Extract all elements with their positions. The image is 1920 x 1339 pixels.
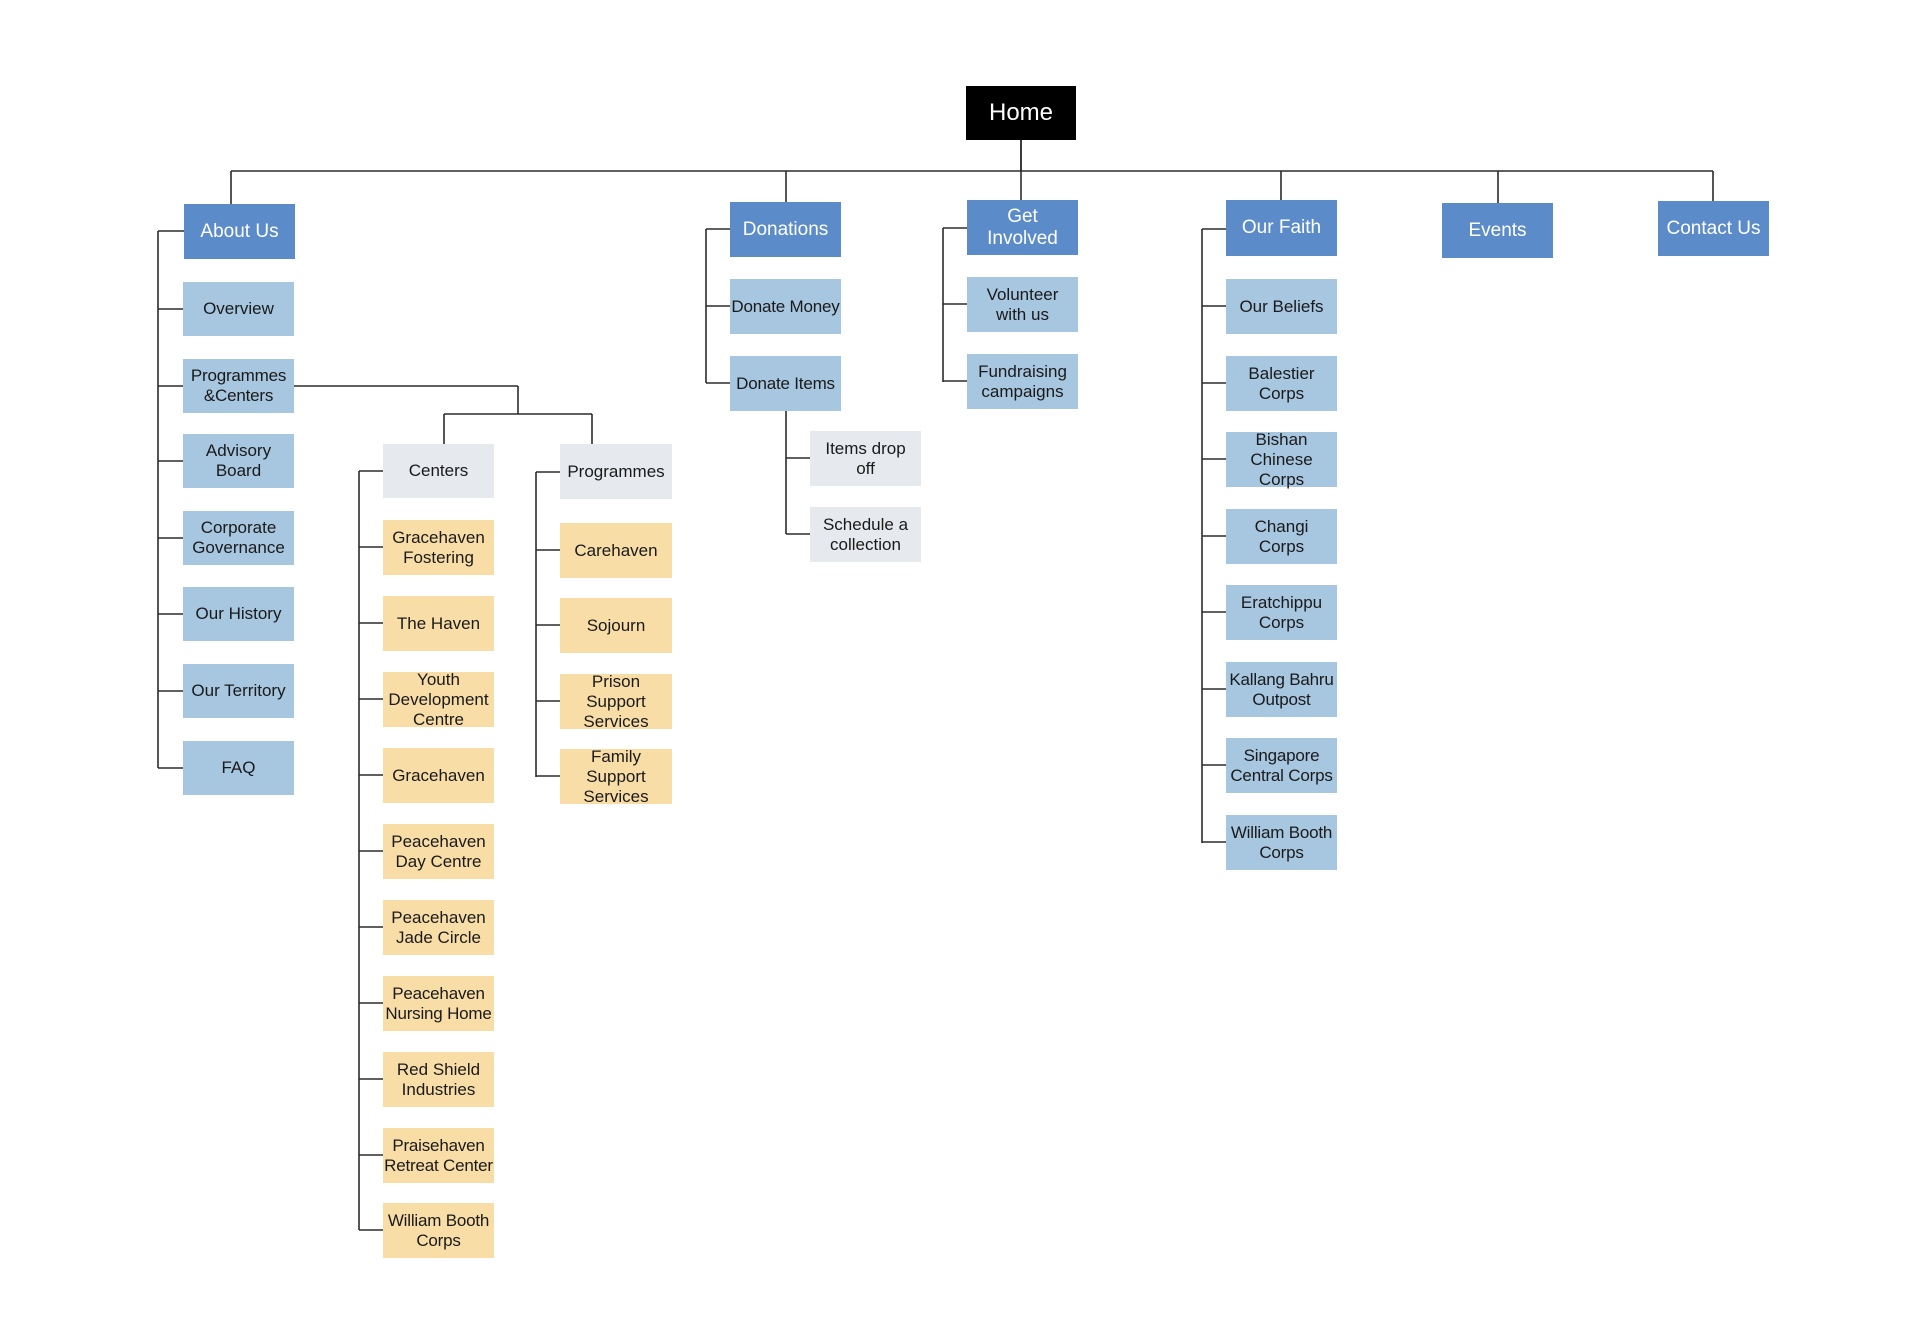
node-contact-us: Contact Us xyxy=(1658,201,1769,256)
node-bishan-chinese-corps: Bishan Chinese Corps xyxy=(1226,430,1337,489)
node-programmes: Programmes xyxy=(560,444,672,499)
node-balestier-corps: Balestier Corps xyxy=(1226,356,1337,411)
node-fundraising-campaigns: Fundraising campaigns xyxy=(967,354,1078,409)
node-programmes-and-centers: Programmes &Centers xyxy=(183,359,294,413)
node-peacehaven-nursing-home: Peacehaven Nursing Home xyxy=(383,976,494,1031)
node-corporate-governance: Corporate Governance xyxy=(183,511,294,565)
node-get-involved: Get Involved xyxy=(967,200,1078,255)
node-sojourn: Sojourn xyxy=(560,598,672,653)
node-donate-money: Donate Money xyxy=(730,279,841,334)
node-our-beliefs: Our Beliefs xyxy=(1226,279,1337,334)
node-our-faith: Our Faith xyxy=(1226,200,1337,256)
node-red-shield-industries: Red Shield Industries xyxy=(383,1052,494,1107)
node-gracehaven-fostering: Gracehaven Fostering xyxy=(383,520,494,575)
node-our-history: Our History xyxy=(183,587,294,641)
node-events: Events xyxy=(1442,203,1553,258)
node-donations: Donations xyxy=(730,202,841,257)
node-peacehaven-day-centre: Peacehaven Day Centre xyxy=(383,824,494,879)
node-youth-development-centre: Youth Development Centre xyxy=(383,670,494,729)
node-schedule-a-collection: Schedule a collection xyxy=(810,507,921,562)
node-volunteer-with-us: Volunteer with us xyxy=(967,277,1078,332)
node-family-support-services: Family Support Services xyxy=(560,747,672,806)
node-praisehaven-retreat-center: Praisehaven Retreat Center xyxy=(383,1128,494,1183)
node-kallang-bahru-outpost: Kallang Bahru Outpost xyxy=(1226,662,1337,717)
node-gracehaven: Gracehaven xyxy=(383,748,494,803)
node-prison-support-services: Prison Support Services xyxy=(560,672,672,731)
node-carehaven: Carehaven xyxy=(560,523,672,578)
node-william-booth-corps: William Booth Corps xyxy=(383,1203,494,1258)
node-home: Home xyxy=(966,86,1076,140)
node-the-haven: The Haven xyxy=(383,596,494,651)
node-singapore-central-corps: Singapore Central Corps xyxy=(1226,738,1337,793)
node-faq: FAQ xyxy=(183,741,294,795)
node-donate-items: Donate Items xyxy=(730,356,841,411)
node-eratchippu-corps: Eratchippu Corps xyxy=(1226,585,1337,640)
node-peacehaven-jade-circle: Peacehaven Jade Circle xyxy=(383,900,494,955)
node-centers: Centers xyxy=(383,444,494,498)
node-changi-corps: Changi Corps xyxy=(1226,509,1337,564)
node-advisory-board: Advisory Board xyxy=(183,434,294,488)
node-overview: Overview xyxy=(183,282,294,336)
node-william-booth-corps: William Booth Corps xyxy=(1226,815,1337,870)
node-about-us: About Us xyxy=(184,204,295,259)
node-items-drop-off: Items drop off xyxy=(810,431,921,486)
node-our-territory: Our Territory xyxy=(183,664,294,718)
